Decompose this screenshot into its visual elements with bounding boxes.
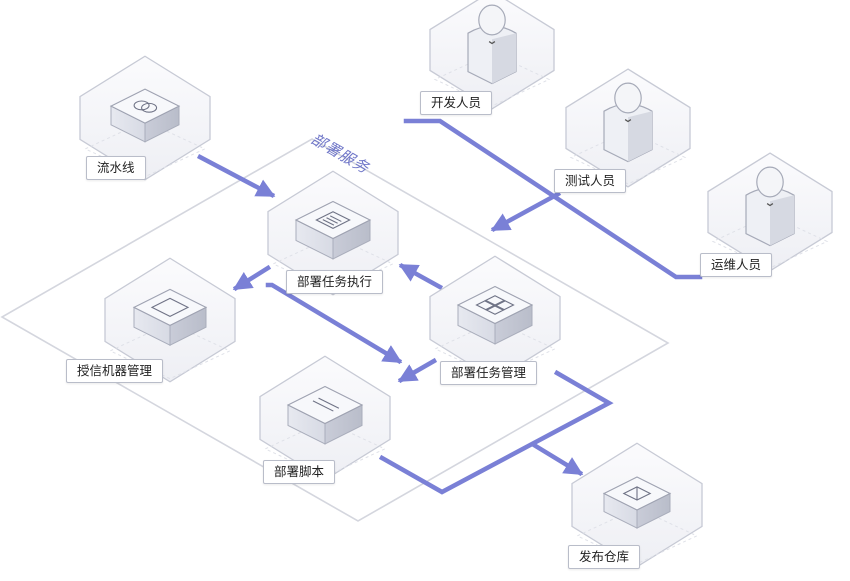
pipeline-icon (133, 100, 158, 113)
role-label-ops[interactable]: 运维人员 (700, 253, 773, 277)
node-task-manage[interactable] (429, 255, 561, 381)
deploy-service-region (0, 138, 670, 522)
role-tester[interactable] (565, 68, 691, 188)
person-icon (467, 4, 517, 85)
role-developer[interactable] (429, 0, 555, 110)
cube-pipeline (109, 88, 181, 143)
role-label-tester[interactable]: 测试人员 (554, 169, 627, 193)
flow-developer-ops (403, 118, 703, 280)
flow-manage-to-exec (398, 262, 444, 291)
flow-manage-to-release (378, 369, 614, 495)
node-release-repo[interactable] (571, 442, 703, 568)
cube-deploy-script (286, 385, 364, 445)
server-icon (150, 297, 190, 318)
cube-deploy-exec (294, 200, 372, 260)
node-label-pipeline[interactable]: 流水线 (86, 156, 146, 180)
flow-roles-to-exec (490, 190, 562, 233)
node-label-deploy-exec[interactable]: 部署任务执行 (286, 270, 384, 294)
role-ops[interactable] (707, 152, 833, 272)
node-deploy-exec[interactable] (267, 170, 399, 296)
script-icon (312, 397, 340, 412)
cube-auth-machine (132, 288, 208, 347)
grid-icon (475, 295, 515, 315)
person-icon (745, 166, 795, 247)
node-label-task-manage[interactable]: 部署任务管理 (440, 361, 538, 385)
node-pipeline[interactable] (79, 55, 211, 181)
person-icon (603, 82, 653, 163)
flow-pipeline-to-exec (196, 153, 276, 199)
document-icon (315, 211, 351, 229)
node-label-deploy-script[interactable]: 部署脚本 (263, 460, 336, 484)
node-label-auth-machine[interactable]: 授信机器管理 (66, 359, 164, 383)
flow-lines (196, 118, 703, 495)
flow-branch-to-release (530, 441, 584, 477)
role-label-developer[interactable]: 开发人员 (420, 91, 493, 115)
node-auth-machine[interactable] (104, 257, 236, 383)
node-deploy-script[interactable] (259, 355, 391, 481)
flow-manage-to-script (397, 357, 438, 384)
flow-exec-to-script (265, 282, 403, 365)
node-label-release-repo[interactable]: 发布仓库 (568, 545, 641, 569)
flow-exec-to-auth (232, 264, 272, 292)
box-icon (622, 486, 652, 501)
